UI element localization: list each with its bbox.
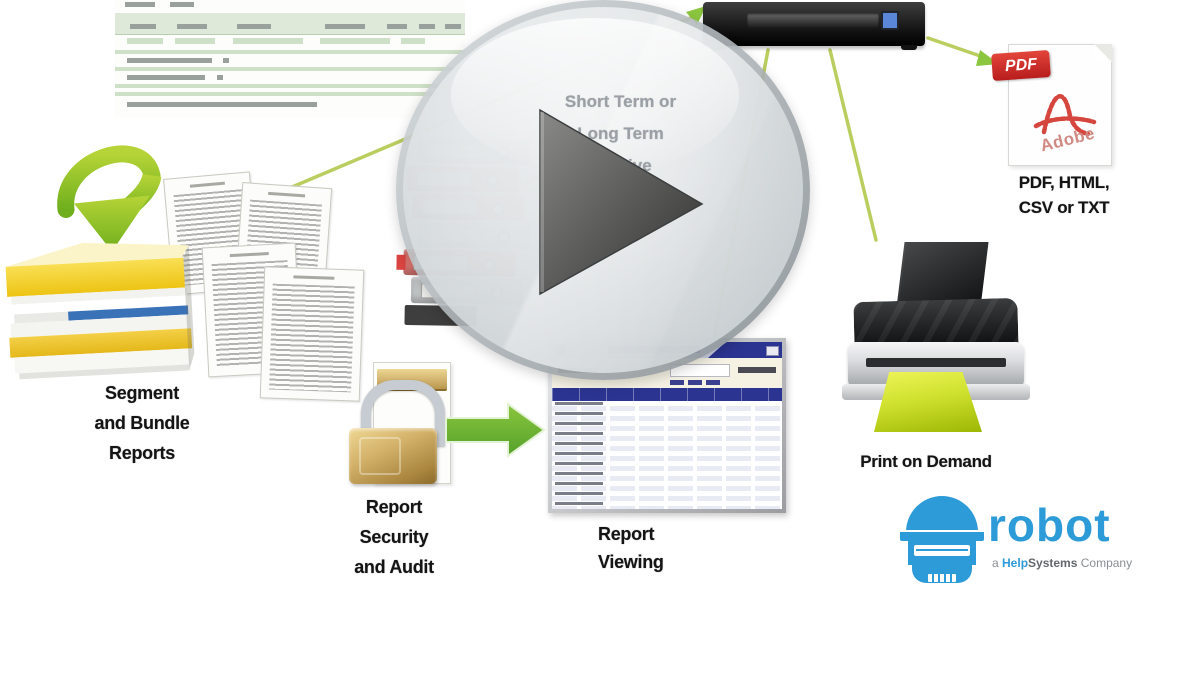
sheet-text-bar [170, 2, 194, 7]
robot-teeth [928, 574, 956, 582]
server-drive-bay [747, 13, 879, 28]
robot-visor [914, 545, 970, 556]
line-server-to-printer [828, 48, 878, 242]
pdf-file-icon [1008, 44, 1112, 166]
viewer-window-button [766, 346, 779, 356]
line-server-to-pdf [926, 36, 988, 60]
arrowhead-to-server [686, 6, 706, 25]
printer-output-slot [866, 358, 1006, 367]
video-play-overlay[interactable] [396, 0, 810, 380]
adobe-logo-sketch [1033, 94, 1097, 137]
viewer-search-field [670, 364, 730, 377]
output-formats-label: PDF, HTML, CSV or TXT [1018, 173, 1110, 217]
print-on-demand-label: Print on Demand [860, 452, 992, 471]
report-security-icon [345, 356, 460, 488]
viewer-column-headers [552, 388, 782, 401]
glass-sphere [403, 7, 803, 373]
report-output-thumbnail [115, 0, 465, 118]
robot-hat-brim [900, 530, 984, 541]
robot-hat-dome [906, 496, 978, 532]
printed-page [874, 372, 982, 432]
brand-tagline: a HelpSystems Company [992, 556, 1133, 570]
padlock-body [349, 428, 437, 484]
sheet-footer-bar [127, 102, 317, 107]
sheet-text-bar [125, 2, 155, 7]
download-arrow-icon [57, 145, 162, 252]
robot-wordmark: robot [988, 499, 1111, 551]
play-icon[interactable] [534, 104, 709, 300]
robot-brand-logo: robot a HelpSystems Company [900, 494, 1168, 598]
viewer-title-accent [708, 342, 782, 358]
viewer-report-rows [552, 401, 782, 509]
segment-bundle-label: Segment and Bundle Reports [94, 383, 190, 463]
report-viewing-label: Report Viewing [598, 524, 664, 572]
report-bundle-stack-icon [5, 242, 195, 380]
printer-icon [840, 240, 1032, 440]
server-icon [703, 2, 925, 50]
robot-head-icon [900, 494, 986, 590]
padlock-shackle [361, 380, 445, 446]
sheet-header-band [115, 13, 465, 35]
flow-arrow-icon [445, 402, 546, 458]
report-security-label: Report Security and Audit [354, 497, 434, 577]
server-power-led [881, 11, 899, 30]
pdf-badge: PDF [991, 50, 1051, 81]
